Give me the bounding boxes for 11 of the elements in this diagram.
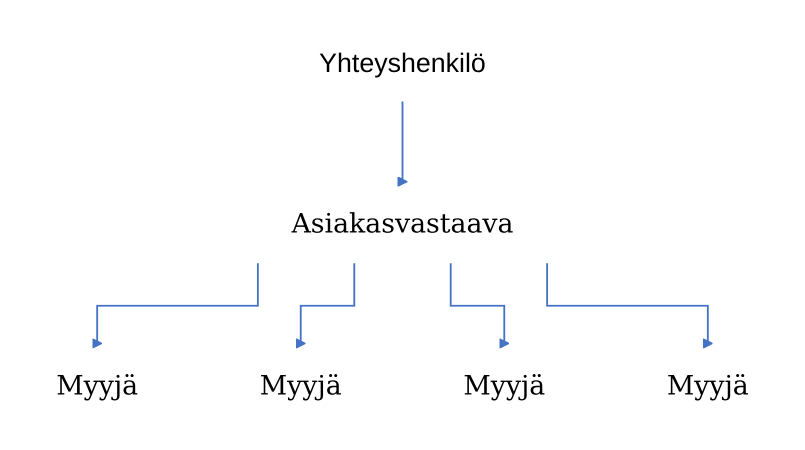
node-text: Myyjä (260, 372, 342, 402)
arrow (92, 263, 259, 349)
arrow (397, 102, 408, 188)
node-text: Yhteyshenkilö (319, 48, 486, 78)
arrow (450, 263, 510, 349)
node-text: Myyjä (56, 372, 138, 402)
node-text: Asiakasvastaava (291, 210, 514, 240)
node-text: Myyjä (463, 372, 546, 402)
node-text: Myyjä (666, 372, 749, 402)
arrow (295, 263, 356, 349)
arrow (546, 263, 714, 349)
